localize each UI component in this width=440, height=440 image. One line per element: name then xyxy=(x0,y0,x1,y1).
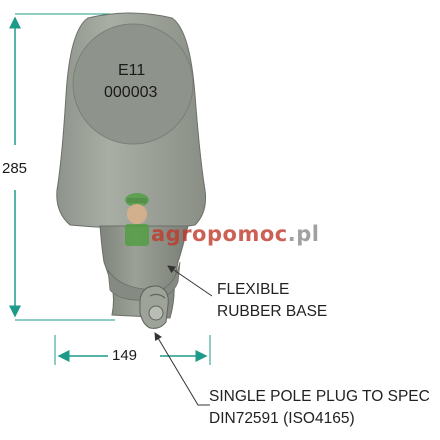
watermark-logo: agropomoc.pl xyxy=(151,222,319,246)
watermark-tld: .pl xyxy=(287,222,320,246)
beacon-lamp xyxy=(56,12,206,329)
watermark-mascot xyxy=(125,193,149,246)
height-label: 285 xyxy=(2,160,28,177)
lamp-lens xyxy=(72,23,194,145)
base-callout-line1: FLEXIBLE xyxy=(217,281,290,298)
approval-number: 000003 xyxy=(104,84,158,101)
width-label: 149 xyxy=(112,347,138,364)
width-dimension xyxy=(54,335,211,365)
plug-callout-line2: DIN72591 (ISO4165) xyxy=(209,410,355,427)
approval-mark: E11 xyxy=(118,62,146,79)
base-leader xyxy=(167,265,213,297)
plug-leader xyxy=(154,332,210,406)
watermark-main: agropomoc xyxy=(151,222,288,246)
plug-callout-line1: SINGLE POLE PLUG TO SPEC xyxy=(209,388,430,405)
plug-clamp xyxy=(139,285,169,329)
base-callout-line2: RUBBER BASE xyxy=(217,303,328,320)
